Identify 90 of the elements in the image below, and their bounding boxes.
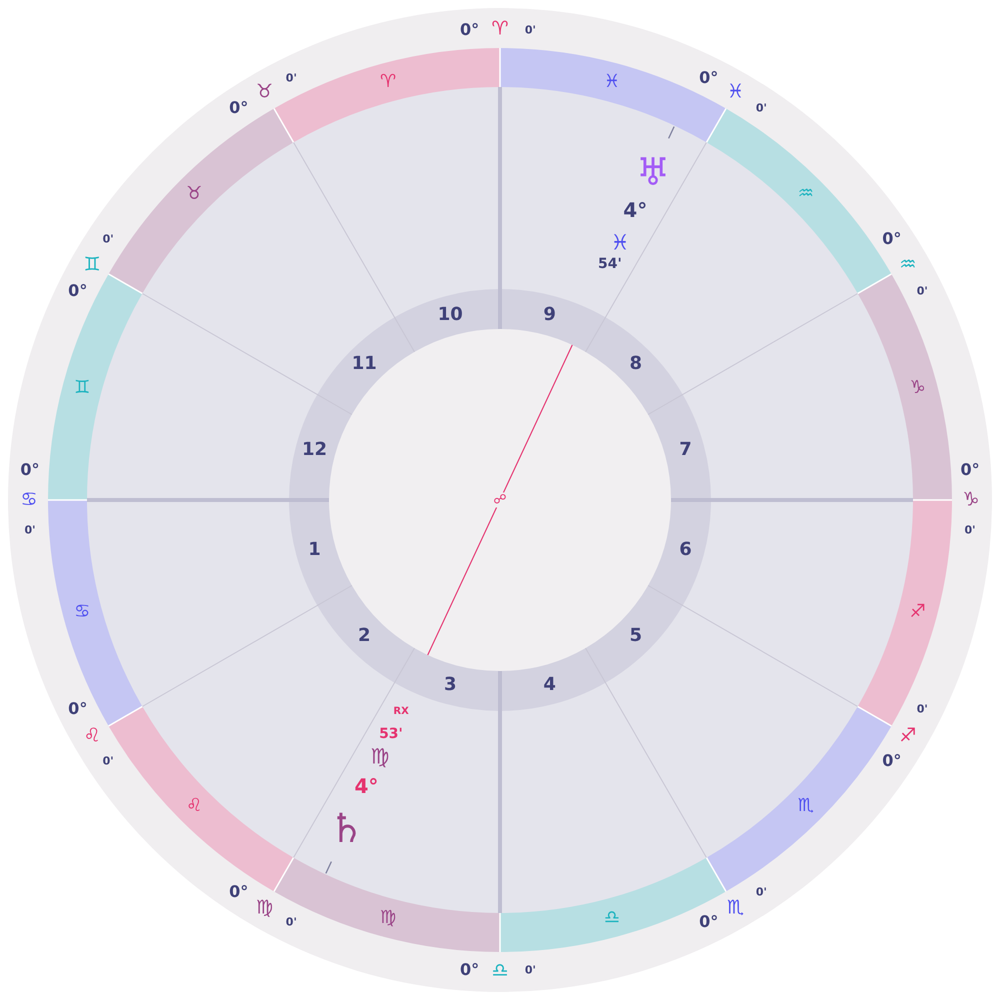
planet-sign: ♍ — [370, 746, 390, 768]
cusp-minute: 0' — [524, 24, 536, 36]
cusp-minute: 0' — [524, 964, 536, 976]
zodiac-sign: ♈ — [380, 73, 396, 92]
zodiac-sign: ♊ — [74, 379, 90, 398]
house-number: 10 — [438, 306, 463, 324]
planet-symbol: ♅ — [636, 152, 670, 191]
cusp-minute: 0' — [102, 233, 114, 244]
cusp-sign: ♍ — [256, 898, 274, 918]
planet-degree: 4° — [354, 776, 378, 796]
house-number: 3 — [444, 676, 457, 694]
edge-label: ☍ — [492, 492, 508, 508]
planet-sign: ♓ — [610, 232, 630, 254]
house-number: 6 — [679, 540, 692, 559]
cusp-degree: 0° — [699, 914, 718, 930]
cusp-minute: 0' — [286, 72, 297, 84]
zodiac-sign: ♒ — [798, 185, 814, 204]
house-number: 4 — [543, 676, 556, 694]
house-number: 1 — [308, 540, 321, 559]
sign-segment — [500, 48, 726, 143]
sign-segment — [857, 274, 952, 501]
cusp-degree: 0° — [20, 462, 40, 478]
house-segment — [500, 289, 606, 352]
house-number: 7 — [679, 441, 692, 460]
planet-minute: 53' — [379, 726, 403, 741]
cusp-degree: 0° — [882, 753, 902, 770]
house-segment — [289, 500, 352, 606]
cusp-degree: 0° — [229, 100, 248, 116]
cusp-sign: ♉ — [256, 82, 274, 102]
cusp-sign: ♑ — [962, 490, 980, 510]
sign-segment — [48, 499, 143, 726]
cusp-sign: ♋ — [20, 490, 38, 510]
cusp-minute: 0' — [756, 886, 767, 898]
cusp-minute: 0' — [964, 524, 976, 536]
cusp-minute: 0' — [24, 524, 36, 536]
house-segment — [585, 585, 683, 683]
zodiac-sign: ♌ — [186, 796, 202, 815]
zodiac-sign: ♎ — [604, 908, 620, 927]
zodiac-sign: ♐ — [910, 602, 926, 621]
sign-segment — [499, 857, 726, 952]
zodiac-sign: ♍ — [380, 908, 396, 927]
house-number: 12 — [302, 441, 328, 460]
cusp-sign: ♓ — [726, 82, 744, 102]
planet-symbol: ♄ — [328, 808, 364, 849]
zodiac-sign: ♑ — [910, 379, 926, 398]
house-number: 2 — [358, 626, 370, 645]
house-segment — [394, 289, 501, 352]
cusp-degree: 0° — [960, 462, 980, 478]
cusp-degree: 0° — [229, 884, 248, 900]
cusp-sign: ♌ — [84, 726, 101, 745]
cusp-minute: 0' — [916, 286, 928, 297]
house-segment — [317, 585, 415, 683]
house-number: 5 — [629, 626, 642, 645]
cusp-degree: 0° — [460, 22, 480, 38]
cusp-minute: 0' — [286, 916, 297, 928]
zodiac-sign: ♋ — [74, 602, 90, 621]
house-number: 8 — [629, 355, 642, 374]
cusp-minute: 0' — [102, 756, 114, 767]
house-number: 11 — [352, 355, 377, 374]
cusp-degree: 0° — [68, 700, 88, 717]
house-segment — [289, 394, 352, 500]
cusp-sign: ♎ — [491, 962, 509, 980]
sign-segment — [274, 48, 500, 143]
planet-degree: 4° — [623, 200, 648, 220]
house-number: 9 — [543, 306, 556, 324]
cusp-degree: 0° — [699, 70, 718, 86]
cusp-degree: 0° — [882, 230, 902, 247]
cusp-minute: 0' — [916, 703, 928, 714]
cusp-sign: ♒ — [899, 255, 916, 274]
zodiac-sign: ♉ — [186, 185, 202, 204]
cusp-sign: ♈ — [491, 20, 509, 38]
cusp-sign: ♐ — [899, 726, 916, 745]
zodiac-sign: ♏ — [798, 796, 814, 815]
cusp-minute: 0' — [756, 102, 767, 114]
cusp-sign: ♏ — [726, 898, 744, 918]
retrograde-mark: RX — [393, 707, 409, 718]
aspect-line — [427, 344, 573, 656]
house-segment — [648, 500, 711, 606]
house-segment — [648, 394, 711, 501]
house-segment — [499, 648, 606, 711]
house-segment — [585, 317, 683, 415]
sign-segment — [273, 857, 500, 952]
sign-segment — [857, 500, 952, 727]
house-segment — [317, 317, 415, 415]
zodiac-sign: ♓ — [604, 73, 620, 92]
cusp-degree: 0° — [68, 283, 88, 300]
sign-segment — [48, 274, 143, 500]
cusp-degree: 0° — [460, 962, 480, 978]
cusp-sign: ♊ — [84, 255, 101, 274]
planet-minute: 54' — [598, 257, 622, 272]
